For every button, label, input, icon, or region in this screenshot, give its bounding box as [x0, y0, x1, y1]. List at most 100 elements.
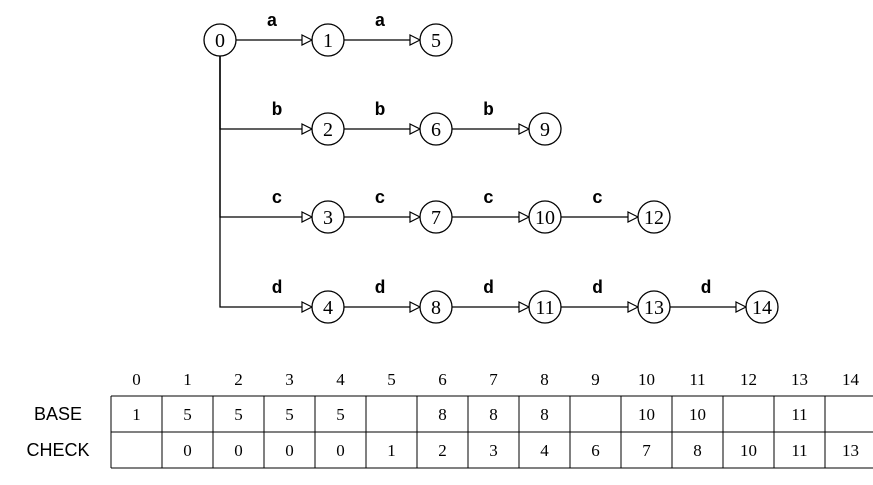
trie-node-4: 4 — [311, 290, 345, 324]
check-cell-12: 10 — [740, 441, 757, 460]
edge-0-2 — [219, 56, 312, 129]
base-cell-3: 5 — [285, 405, 294, 424]
edge-label-0-2: b — [272, 101, 283, 121]
index-label-6: 6 — [438, 370, 447, 389]
check-cell-10: 7 — [642, 441, 651, 460]
index-label-2: 2 — [234, 370, 243, 389]
check-cell-4: 0 — [336, 441, 345, 460]
edge-label-2-6: b — [375, 101, 386, 121]
check-cell-2: 0 — [234, 441, 243, 460]
base-cell-10: 10 — [638, 405, 655, 424]
node-circle-5 — [419, 23, 453, 57]
node-label-4: 4 — [323, 297, 333, 319]
index-label-5: 5 — [387, 370, 396, 389]
index-label-14: 14 — [842, 370, 860, 389]
node-label-1: 1 — [323, 30, 333, 52]
trie-node-2: 2 — [311, 112, 345, 146]
trie-node-8: 8 — [419, 290, 453, 324]
node-circle-10 — [528, 200, 562, 234]
node-label-11: 11 — [535, 297, 554, 319]
index-label-8: 8 — [540, 370, 549, 389]
trie-node-13: 13 — [637, 290, 671, 324]
trie-node-0: 0 — [203, 23, 237, 57]
trie-node-3: 3 — [311, 200, 345, 234]
row-label-base: BASE — [34, 404, 82, 424]
node-label-8: 8 — [431, 297, 441, 319]
node-label-12: 12 — [644, 207, 664, 229]
node-label-9: 9 — [540, 119, 550, 141]
node-label-3: 3 — [323, 207, 333, 229]
node-circle-7 — [419, 200, 453, 234]
row-label-check: CHECK — [26, 440, 89, 460]
node-circle-4 — [311, 290, 345, 324]
check-cell-1: 0 — [183, 441, 192, 460]
check-cell-13: 11 — [791, 441, 807, 460]
node-label-7: 7 — [431, 207, 441, 229]
node-circle-14 — [745, 290, 779, 324]
index-label-13: 13 — [791, 370, 808, 389]
trie-node-6: 6 — [419, 112, 453, 146]
trie-node-11: 11 — [528, 290, 562, 324]
edge-label-3-7: c — [375, 189, 386, 209]
index-label-11: 11 — [689, 370, 705, 389]
edge-label-13-14: d — [701, 279, 712, 299]
edge-label-7-10: c — [483, 189, 494, 209]
edge-label-10-12: c — [592, 189, 603, 209]
node-circle-6 — [419, 112, 453, 146]
base-cell-13: 11 — [791, 405, 807, 424]
node-circle-13 — [637, 290, 671, 324]
check-cell-9: 6 — [591, 441, 600, 460]
trie-node-10: 10 — [528, 200, 562, 234]
node-circle-8 — [419, 290, 453, 324]
index-label-1: 1 — [183, 370, 192, 389]
check-cell-8: 4 — [540, 441, 549, 460]
edge-label-11-13: d — [592, 279, 603, 299]
edge-0-4 — [219, 56, 312, 307]
check-cell-6: 2 — [438, 441, 447, 460]
index-label-7: 7 — [489, 370, 498, 389]
node-label-10: 10 — [535, 207, 555, 229]
index-label-3: 3 — [285, 370, 294, 389]
node-circle-1 — [311, 23, 345, 57]
edge-label-0-4: d — [272, 279, 283, 299]
node-circle-0 — [203, 23, 237, 57]
node-circle-9 — [528, 112, 562, 146]
edge-0-3 — [219, 56, 312, 217]
index-label-10: 10 — [638, 370, 655, 389]
edge-label-0-3: c — [272, 189, 283, 209]
check-cell-5: 1 — [387, 441, 396, 460]
node-label-5: 5 — [431, 30, 441, 52]
base-cell-0: 1 — [132, 405, 141, 424]
edge-label-0-1: a — [267, 12, 278, 32]
node-circle-3 — [311, 200, 345, 234]
edge-label-8-11: d — [483, 279, 494, 299]
node-label-13: 13 — [644, 297, 664, 319]
check-cell-14: 13 — [842, 441, 859, 460]
trie-node-7: 7 — [419, 200, 453, 234]
base-cell-7: 8 — [489, 405, 498, 424]
trie-node-14: 14 — [745, 290, 779, 324]
trie-node-1: 1 — [311, 23, 345, 57]
node-label-6: 6 — [431, 119, 441, 141]
check-cell-3: 0 — [285, 441, 294, 460]
edge-label-6-9: b — [483, 101, 494, 121]
check-cell-11: 8 — [693, 441, 702, 460]
index-label-0: 0 — [132, 370, 141, 389]
node-label-14: 14 — [752, 297, 772, 319]
node-circle-11 — [528, 290, 562, 324]
check-cell-7: 3 — [489, 441, 498, 460]
trie-node-5: 5 — [419, 23, 453, 57]
base-cell-1: 5 — [183, 405, 192, 424]
node-circle-2 — [311, 112, 345, 146]
edge-label-1-5: a — [375, 12, 386, 32]
node-circle-12 — [637, 200, 671, 234]
trie-node-12: 12 — [637, 200, 671, 234]
base-cell-4: 5 — [336, 405, 345, 424]
node-label-2: 2 — [323, 119, 333, 141]
index-label-4: 4 — [336, 370, 345, 389]
trie-node-9: 9 — [528, 112, 562, 146]
index-label-12: 12 — [740, 370, 757, 389]
